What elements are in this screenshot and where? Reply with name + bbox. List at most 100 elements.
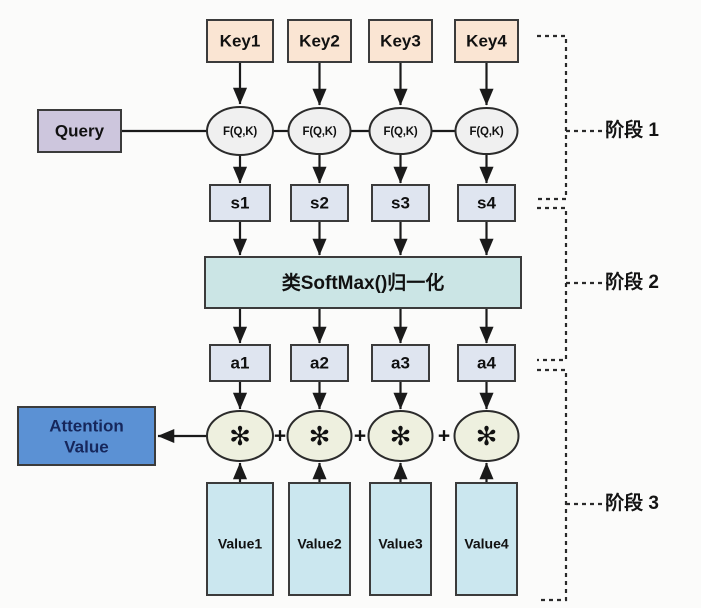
value-label-3: Value3 — [378, 536, 423, 552]
value-node-2[interactable]: Value2 — [288, 482, 351, 596]
stage-annotations: 阶段 1 阶段 2 阶段 3 — [537, 34, 659, 602]
multiply-node-1[interactable]: ✻ — [206, 410, 274, 462]
stage-group-3: 阶段 3 — [537, 368, 659, 602]
plus-icon-2: + — [354, 425, 366, 448]
stage-label-1: 阶段 1 — [605, 118, 659, 141]
value-label-1: Value1 — [218, 536, 263, 552]
multiply-icon-2: ✻ — [309, 421, 331, 451]
key-box-3[interactable] — [368, 19, 433, 63]
value-box-2[interactable] — [288, 482, 351, 596]
softmax-label: 类SoftMax()归一化 — [282, 271, 445, 294]
multiply-node-3[interactable]: ✻ — [367, 410, 434, 462]
key-label-1: Key1 — [220, 31, 261, 50]
multiply-node-2[interactable]: ✻ — [286, 410, 353, 462]
key-label-4: Key4 — [466, 31, 507, 50]
multiply-icon-3: ✻ — [390, 421, 412, 451]
stage-bracket-2 — [537, 206, 568, 362]
key-box-4[interactable] — [454, 19, 519, 63]
alpha-label-3: a3 — [391, 353, 410, 372]
key-label-2: Key2 — [299, 31, 340, 50]
alpha-box-2[interactable] — [290, 344, 349, 382]
score-node-2[interactable]: s2 — [290, 184, 349, 222]
plus-icon-1: + — [274, 425, 286, 448]
query-label: Query — [55, 121, 105, 140]
score-box-2[interactable] — [290, 184, 349, 222]
key-label-3: Key3 — [380, 31, 421, 50]
alpha-box-4[interactable] — [457, 344, 516, 382]
stage-group-2: 阶段 2 — [537, 206, 659, 362]
alpha-label-2: a2 — [310, 353, 329, 372]
score-fn-label-3: F(Q,K) — [384, 126, 418, 138]
stage-label-3: 阶段 3 — [605, 491, 659, 514]
attention-value-box[interactable] — [17, 406, 156, 466]
score-fn-ellipse-1[interactable] — [206, 106, 274, 156]
edges-layer — [121, 62, 494, 483]
query-box[interactable] — [37, 109, 122, 153]
key-box-1[interactable] — [206, 19, 274, 63]
key-node-3[interactable]: Key3 — [368, 19, 433, 63]
score-fn-node-4[interactable]: F(Q,K) — [454, 107, 519, 155]
alpha-node-4[interactable]: a4 — [457, 344, 516, 382]
score-node-1[interactable]: s1 — [209, 184, 271, 222]
value-node-3[interactable]: Value3 — [369, 482, 432, 596]
key-row: Key1 Key2 Key3 Key4 — [206, 19, 519, 63]
stage-bracket-3 — [537, 368, 568, 602]
multiply-node-4[interactable]: ✻ — [453, 410, 520, 462]
score-label-2: s2 — [310, 193, 329, 212]
query-node[interactable]: Query — [37, 109, 122, 153]
stage-bracket-1 — [537, 34, 568, 201]
score-fn-node-1[interactable]: F(Q,K) — [206, 106, 274, 156]
score-label-1: s1 — [231, 193, 250, 212]
score-fn-ellipse-2[interactable] — [287, 107, 352, 155]
multiply-icon-1: ✻ — [229, 421, 251, 451]
softmax-node[interactable]: 类SoftMax()归一化 — [204, 256, 522, 309]
softmax-box[interactable] — [204, 256, 522, 309]
score-function-row: F(Q,K) F(Q,K) F(Q,K) F(Q,K) — [206, 106, 519, 156]
key-node-4[interactable]: Key4 — [454, 19, 519, 63]
alpha-row: a1 a2 a3 a4 — [209, 344, 516, 382]
score-fn-ellipse-4[interactable] — [454, 107, 519, 155]
alpha-node-1[interactable]: a1 — [209, 344, 271, 382]
attention-value-label-line1: Attention — [49, 416, 124, 435]
score-box-1[interactable] — [209, 184, 271, 222]
value-box-3[interactable] — [369, 482, 432, 596]
score-box-3[interactable] — [371, 184, 430, 222]
score-fn-node-3[interactable]: F(Q,K) — [368, 107, 433, 155]
alpha-label-1: a1 — [231, 353, 250, 372]
multiply-ellipse-3[interactable] — [367, 410, 434, 462]
stage-group-1: 阶段 1 — [537, 34, 659, 201]
key-node-1[interactable]: Key1 — [206, 19, 274, 63]
attention-value-node[interactable]: Attention Value — [17, 406, 156, 466]
value-box-1[interactable] — [206, 482, 274, 596]
alpha-box-1[interactable] — [209, 344, 271, 382]
multiply-ellipse-2[interactable] — [286, 410, 353, 462]
score-fn-label-1: F(Q,K) — [223, 126, 257, 138]
key-box-2[interactable] — [287, 19, 352, 63]
value-label-4: Value4 — [464, 536, 509, 552]
value-label-2: Value2 — [297, 536, 342, 552]
score-row: s1 s2 s3 s4 — [209, 184, 516, 222]
multiply-ellipse-4[interactable] — [453, 410, 520, 462]
score-box-4[interactable] — [457, 184, 516, 222]
value-node-4[interactable]: Value4 — [455, 482, 518, 596]
multiplier-row: ✻ ✻ ✻ ✻ + + + — [206, 410, 520, 462]
alpha-box-3[interactable] — [371, 344, 430, 382]
score-fn-ellipse-3[interactable] — [368, 107, 433, 155]
plus-icon-3: + — [438, 425, 450, 448]
value-box-4[interactable] — [455, 482, 518, 596]
score-label-3: s3 — [391, 193, 410, 212]
score-fn-label-2: F(Q,K) — [303, 126, 337, 138]
key-node-2[interactable]: Key2 — [287, 19, 352, 63]
score-fn-node-2[interactable]: F(Q,K) — [287, 107, 352, 155]
multiply-ellipse-1[interactable] — [206, 410, 274, 462]
alpha-node-2[interactable]: a2 — [290, 344, 349, 382]
alpha-label-4: a4 — [477, 353, 496, 372]
score-node-3[interactable]: s3 — [371, 184, 430, 222]
multiply-icon-4: ✻ — [476, 421, 498, 451]
value-node-1[interactable]: Value1 — [206, 482, 274, 596]
attention-value-label-line2: Value — [64, 437, 108, 456]
score-node-4[interactable]: s4 — [457, 184, 516, 222]
alpha-node-3[interactable]: a3 — [371, 344, 430, 382]
